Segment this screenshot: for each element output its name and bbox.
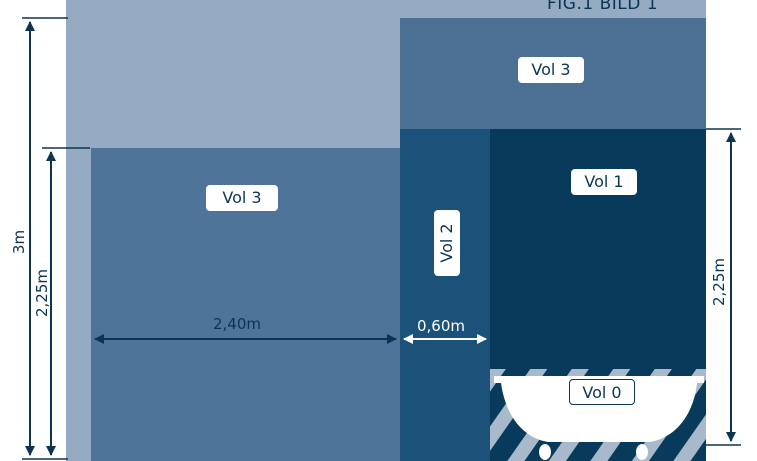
dim-label-060: 0,60m <box>417 317 466 335</box>
figure-title: FIG.1 BILD 1 <box>547 0 659 14</box>
bathtub-icon <box>494 376 704 460</box>
vol2-label: Vol 2 <box>434 210 460 276</box>
dim-label-225-right: 2,25m <box>710 258 728 307</box>
top-strip <box>66 0 706 18</box>
vol3-left-label: Vol 3 <box>206 185 278 211</box>
dim-label-240: 2,40m <box>213 315 262 333</box>
dim-label-225-left: 2,25m <box>33 269 51 318</box>
dim-label-3m: 3m <box>10 229 28 255</box>
vol0-label: Vol 0 <box>569 379 635 405</box>
vol2-zone <box>400 129 490 461</box>
vol3-top-right-label: Vol 3 <box>518 57 584 83</box>
vol1-label: Vol 1 <box>571 169 637 195</box>
